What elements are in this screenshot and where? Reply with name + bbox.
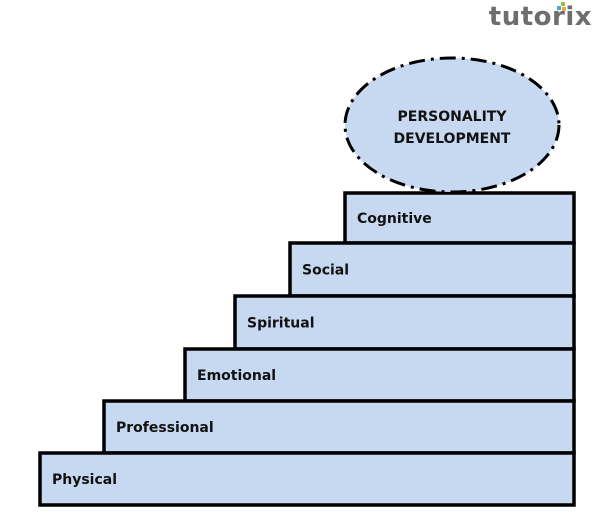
- step-professional: Professional: [102, 399, 576, 455]
- goal-ellipse: [343, 56, 561, 194]
- goal-ellipse-group: PERSONALITY DEVELOPMENT: [343, 56, 561, 194]
- step-physical: Physical: [38, 451, 576, 507]
- tutorix-logo: tutorix: [489, 2, 592, 32]
- logo-dots-icon: [557, 2, 567, 11]
- goal-label-line1: PERSONALITY: [398, 109, 508, 125]
- step-label: Social: [302, 263, 349, 279]
- steps: CognitiveSocialSpiritualEmotionalProfess…: [38, 191, 576, 507]
- step-box: [102, 399, 576, 455]
- step-label: Professional: [116, 420, 214, 436]
- step-label: Spiritual: [247, 316, 315, 332]
- step-cognitive: Cognitive: [343, 191, 576, 245]
- step-box: [38, 451, 576, 507]
- step-label: Emotional: [197, 368, 276, 384]
- step-label: Cognitive: [357, 211, 432, 227]
- goal-label-line2: DEVELOPMENT: [394, 131, 511, 147]
- step-label: Physical: [52, 472, 117, 488]
- logo-text: tutorix: [488, 2, 592, 32]
- step-social: Social: [288, 241, 576, 298]
- step-box: [233, 294, 576, 351]
- step-emotional: Emotional: [183, 347, 576, 403]
- step-box: [343, 191, 576, 245]
- step-spiritual: Spiritual: [233, 294, 576, 351]
